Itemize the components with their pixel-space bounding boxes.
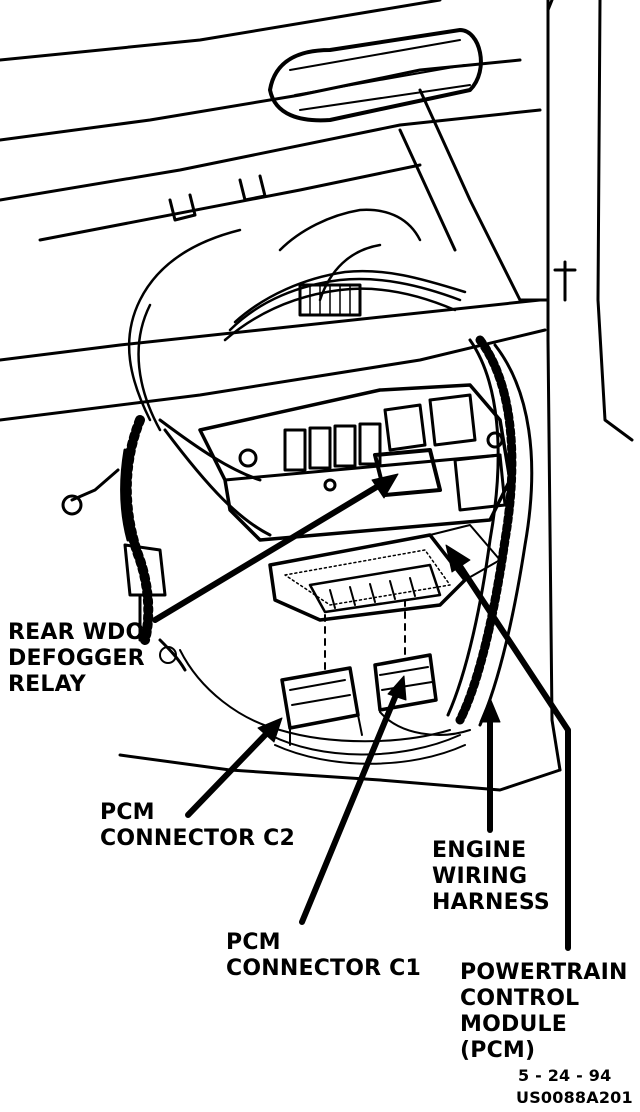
label-line: CONNECTOR C2 (100, 826, 296, 851)
arrow-c2 (185, 727, 273, 818)
label-line: CONNECTOR C1 (226, 956, 422, 981)
label-line: (PCM) (460, 1038, 536, 1063)
pcm-connector-c1 (373, 653, 438, 712)
pcm-module (268, 524, 501, 622)
arrow-c1 (299, 687, 401, 925)
label-line: PCM (226, 930, 281, 955)
label-line: CONTROL (460, 986, 580, 1011)
pcm-connector-c2 (280, 666, 363, 746)
connector-guides (324, 599, 406, 671)
label-rear-wdo-defogger-relay: REAR WDO DEFOGGER RELAY (8, 620, 145, 698)
label-line: POWERTRAIN (460, 960, 628, 985)
label-line: HARNESS (432, 890, 550, 915)
label-line: DEFOGGER (8, 646, 145, 671)
engine-harness-loop (158, 335, 534, 727)
label-powertrain-control-module: POWERTRAIN CONTROL MODULE (PCM) (460, 960, 628, 1064)
left-harness (61, 415, 167, 645)
date-text: 5 - 24 - 94 (518, 1066, 612, 1085)
code-text: US0088A201 (516, 1088, 633, 1107)
figure-date: 5 - 24 - 94 (518, 1066, 611, 1086)
label-line: WIRING (432, 864, 528, 889)
label-line: MODULE (460, 1012, 567, 1037)
arrow-relay (152, 479, 388, 623)
figure-code: US0088A201 (516, 1088, 633, 1108)
leader-arrows (152, 473, 571, 951)
arrow-pcm (453, 557, 571, 951)
label-pcm-connector-c2: PCM CONNECTOR C2 (100, 800, 295, 852)
relay-block (198, 383, 512, 542)
support-bar (0, 88, 577, 422)
dash-trim (0, 0, 542, 242)
label-line: ENGINE (432, 838, 527, 863)
label-line: REAR WDO (8, 620, 145, 645)
body-panel-outline (118, 0, 634, 792)
label-pcm-connector-c1: PCM CONNECTOR C1 (226, 930, 421, 982)
label-line: PCM (100, 800, 155, 825)
label-engine-wiring-harness: ENGINE WIRING HARNESS (432, 838, 550, 916)
upper-harness (127, 208, 467, 432)
label-line: RELAY (8, 672, 86, 697)
